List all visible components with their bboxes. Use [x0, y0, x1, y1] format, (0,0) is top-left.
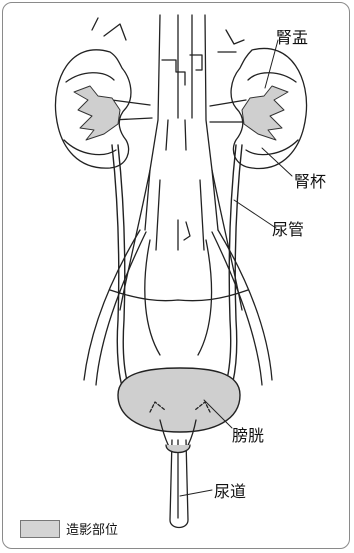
- right-renal-pelvis-contrast: [242, 86, 288, 140]
- urethra: [166, 440, 190, 528]
- legend: 造影部位: [20, 519, 118, 538]
- pelvic-vessels: [84, 230, 272, 385]
- legend-text: 造影部位: [66, 519, 118, 538]
- urethra-label: 尿道: [214, 484, 246, 500]
- legend-swatch: [20, 520, 60, 538]
- left-renal-pelvis-contrast: [74, 86, 120, 140]
- bladder-label: 膀胱: [232, 428, 264, 444]
- left-kidney: [55, 18, 152, 168]
- ureter-label: 尿管: [272, 222, 304, 238]
- ureters: [112, 145, 242, 398]
- great-vessels: [120, 15, 242, 310]
- renal-pelvis-label: 腎盂: [276, 30, 308, 46]
- renal-calyx-label: 腎杯: [294, 174, 326, 190]
